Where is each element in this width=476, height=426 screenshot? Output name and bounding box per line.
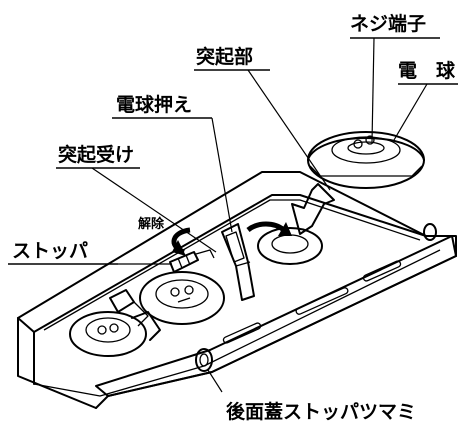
svg-text:突起受け: 突起受け (58, 143, 134, 166)
svg-text:電球押え: 電球押え (116, 93, 192, 116)
svg-text:ネジ端子: ネジ端子 (350, 12, 426, 35)
rear-cover-knob (195, 223, 437, 372)
rear-cover-panel (95, 235, 457, 397)
label-stopper: ストッパ (8, 240, 118, 265)
bulb-bracket (109, 289, 161, 341)
leader-lines (91, 37, 428, 393)
label-screw-terminal: ネジ端子 (350, 12, 440, 39)
bulb-holder (221, 223, 255, 301)
svg-text:ストッパ: ストッパ (12, 240, 88, 262)
label-bulb-holder: 電球押え (112, 93, 212, 119)
stopper-part (169, 251, 199, 273)
svg-text:後面蓋ストッパツマミ: 後面蓋ストッパツマミ (226, 400, 416, 423)
drop-arrow-icon (291, 183, 335, 235)
svg-text:電 球: 電 球 (398, 59, 456, 82)
protrusion-receiver-part (195, 249, 215, 259)
label-protrusion-receiver: 突起受け (56, 143, 140, 169)
insert-arrow-icon (246, 221, 292, 236)
label-release: 解除 (137, 216, 165, 232)
label-protrusion: 突起部 (194, 45, 270, 71)
lamp-housing-tray (17, 171, 457, 409)
label-bulb: 電 球 (398, 59, 458, 85)
installed-bulb-front (69, 311, 147, 357)
svg-text:解除: 解除 (137, 216, 165, 232)
label-rear-cover-knob: 後面蓋ストッパツマミ (226, 400, 416, 423)
svg-text:突起部: 突起部 (196, 45, 253, 68)
loose-bulb (307, 131, 425, 189)
release-arrow-icon (171, 227, 191, 256)
installed-bulb-middle (139, 271, 225, 325)
